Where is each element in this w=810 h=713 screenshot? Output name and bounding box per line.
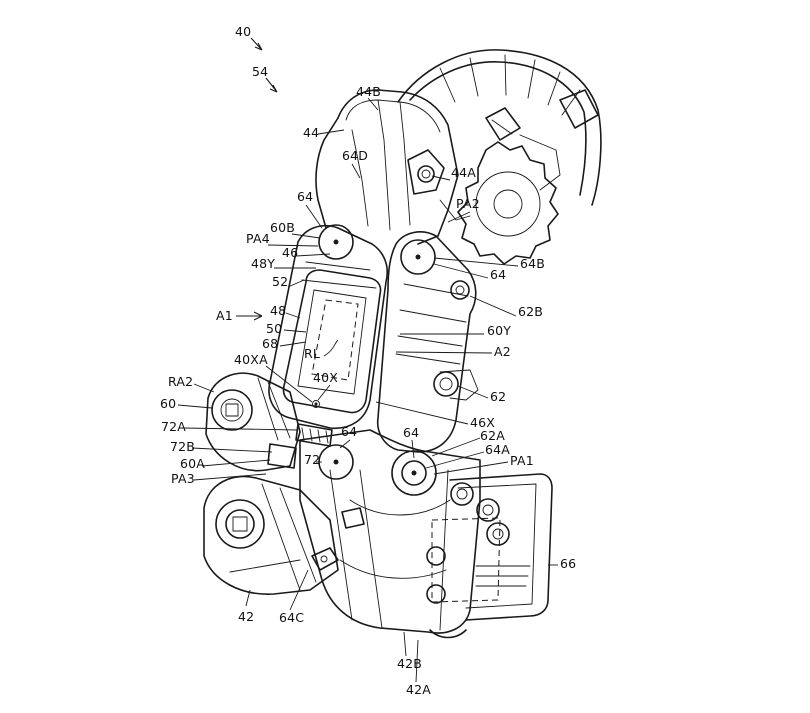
ref-label-l64b: 64B — [520, 256, 545, 271]
ref-label-l72a: 72A — [161, 419, 186, 434]
battery-unit-66 — [431, 473, 553, 621]
ref-label-l72: 72 — [304, 452, 320, 467]
ref-label-la1: A1 — [216, 308, 233, 323]
ref-label-lpa3: PA3 — [171, 471, 195, 486]
ref-label-l46x: 46X — [470, 415, 495, 430]
leader-lines — [177, 37, 558, 683]
ref-label-lpa1: PA1 — [510, 453, 534, 468]
housing-body — [299, 429, 481, 639]
link-member-48 — [268, 224, 388, 429]
ref-label-la2: A2 — [494, 344, 511, 359]
ref-label-lra2: RA2 — [168, 374, 193, 389]
ref-label-l60a: 60A — [180, 456, 205, 471]
ref-label-l44b: 44B — [356, 84, 381, 99]
ref-label-l48: 48 — [270, 303, 286, 318]
ref-label-l64c: 64C — [279, 610, 304, 625]
ref-label-l40: 40 — [235, 24, 251, 39]
ref-label-l42b: 42B — [397, 656, 422, 671]
ref-label-l60b: 60B — [270, 220, 295, 235]
base-member-44 — [315, 89, 471, 245]
ref-label-l64d: 64 — [403, 425, 419, 440]
ref-label-lrl: RL — [304, 346, 320, 361]
link-member-62 — [376, 231, 479, 453]
ref-label-l46: 46 — [282, 245, 298, 260]
ref-label-l44a: 44A — [451, 165, 476, 180]
ref-label-lpa4: PA4 — [246, 231, 270, 246]
ref-label-l72b: 72B — [170, 439, 195, 454]
ref-label-l40x: 40X — [313, 370, 338, 385]
ref-label-l64a: 64A — [485, 442, 510, 457]
ref-label-l68: 68 — [262, 336, 278, 351]
base-member-42 — [203, 475, 365, 595]
ref-label-l64c: 64 — [341, 424, 357, 439]
ref-label-l64d: 64D — [342, 148, 368, 163]
ref-label-l64a: 64 — [297, 189, 313, 204]
ref-label-l52: 52 — [272, 274, 288, 289]
ref-label-l50: 50 — [266, 321, 282, 336]
ref-label-l62b: 62B — [518, 304, 543, 319]
ref-label-l60y: 60Y — [487, 323, 511, 338]
ref-label-lpa2: PA2 — [456, 196, 480, 211]
ref-label-l44: 44 — [303, 125, 319, 140]
ref-label-l42a: 42A — [406, 682, 431, 697]
ref-label-l42: 42 — [238, 609, 254, 624]
guide-pulley — [457, 107, 559, 265]
ref-label-l54: 54 — [252, 64, 268, 79]
ref-label-l60: 60 — [160, 396, 176, 411]
ref-label-l40xa: 40XA — [234, 352, 268, 367]
ref-label-l64b: 64 — [490, 267, 506, 282]
upper-cage-arm — [397, 49, 602, 206]
ref-label-l62: 62 — [490, 389, 506, 404]
ref-label-l62a: 62A — [480, 428, 505, 443]
ref-label-l66: 66 — [560, 556, 576, 571]
ref-label-l48y: 48Y — [251, 256, 275, 271]
